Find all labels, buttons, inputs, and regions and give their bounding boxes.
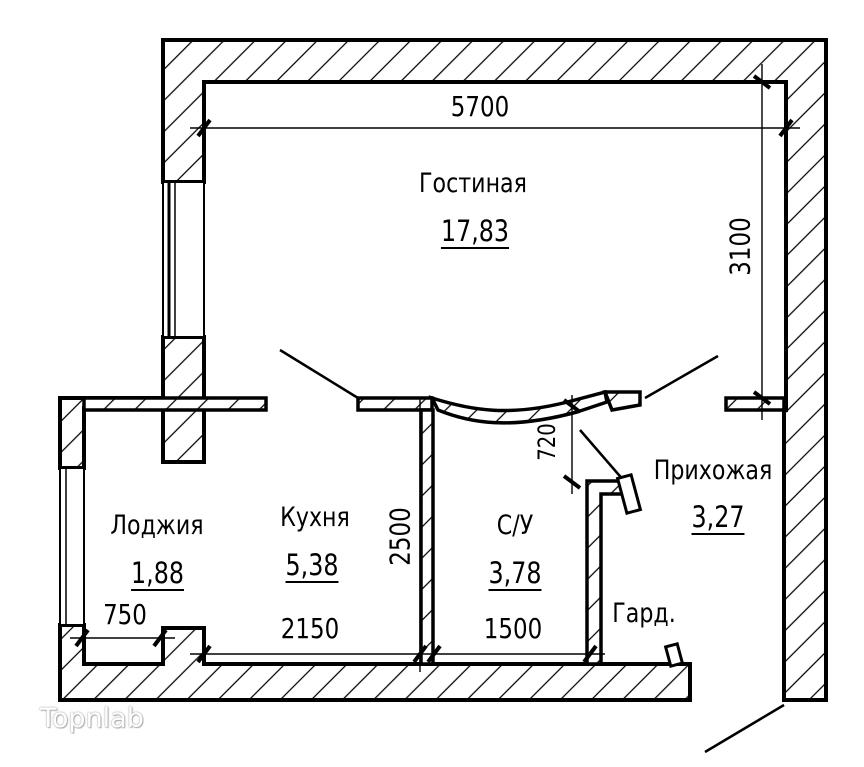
dim-living-width: 5700 [450, 90, 510, 123]
room-name-kitchen: Кухня [280, 502, 350, 533]
room-name-bathroom: С/У [496, 510, 534, 541]
window-loggia [59, 467, 85, 626]
dim-bathroom-width: 1500 [483, 612, 543, 645]
dim-loggia-width: 750 [103, 598, 147, 631]
watermark-logo: Topnlab [40, 703, 144, 734]
room-area-hallway: 3,27 [691, 500, 745, 534]
room-area-bathroom: 3,78 [488, 556, 542, 590]
dim-kitchen-width: 2150 [280, 612, 340, 645]
room-name-wardrobe: Гард. [612, 598, 676, 629]
dim-kitchen-depth: 2500 [383, 507, 417, 566]
room-name-loggia: Лоджия [110, 510, 204, 541]
window-living [162, 181, 205, 338]
room-area-loggia: 1,88 [131, 556, 184, 590]
room-name-living: Гостиная [419, 168, 527, 199]
door-swings [279, 348, 785, 754]
interior-partitions [82, 389, 786, 666]
room-area-kitchen: 5,38 [285, 548, 339, 582]
dim-hall-door-offset: 720 [533, 423, 561, 461]
dim-living-depth: 3100 [723, 217, 757, 276]
exterior-walls [58, 38, 828, 702]
room-name-hallway: Прихожая [653, 455, 773, 486]
room-area-living: 17,83 [440, 214, 510, 248]
dimension-lines [70, 64, 800, 672]
